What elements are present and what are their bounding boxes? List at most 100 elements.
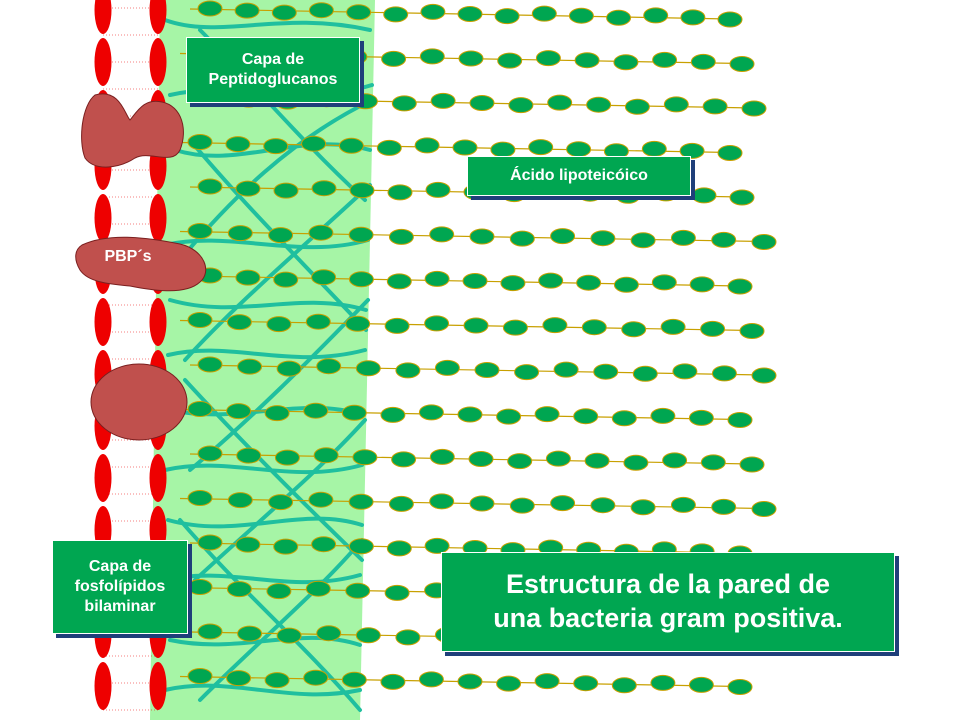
- teichoic-bead: [717, 145, 743, 161]
- phospholipid-head-outer: [94, 454, 112, 502]
- teichoic-bead: [316, 625, 342, 642]
- teichoic-bead: [263, 138, 289, 155]
- teichoic-bead: [727, 412, 753, 428]
- teichoic-bead: [573, 408, 599, 425]
- diagram-title: Estructura de la pared de una bacteria g…: [441, 552, 895, 652]
- teichoic-bead: [313, 447, 339, 464]
- teichoic-bead: [630, 499, 656, 516]
- teichoic-bead: [690, 53, 716, 70]
- teichoic-bead: [624, 98, 650, 115]
- teichoic-bead: [584, 452, 610, 469]
- teichoic-bead: [376, 139, 402, 156]
- teichoic-bead: [590, 497, 616, 514]
- teichoic-bead: [419, 48, 445, 65]
- teichoic-bead: [494, 8, 520, 25]
- teichoic-bead: [264, 405, 290, 422]
- teichoic-bead: [514, 364, 540, 381]
- teichoic-bead: [395, 362, 421, 379]
- teichoic-bead: [535, 50, 561, 67]
- teichoic-bead: [305, 580, 331, 597]
- teichoic-bead: [458, 50, 484, 67]
- teichoic-bead: [611, 410, 637, 427]
- teichoic-bead: [273, 182, 299, 199]
- teichoic-bead: [613, 54, 639, 71]
- teichoic-bead: [197, 178, 223, 195]
- teichoic-bead: [502, 319, 528, 336]
- teichoic-bead: [581, 319, 607, 336]
- teichoic-bead: [496, 675, 522, 692]
- teichoic-bead: [266, 583, 292, 600]
- teichoic-bead: [550, 495, 576, 512]
- teichoic-bead: [301, 135, 327, 152]
- teichoic-bead: [187, 490, 213, 506]
- teichoic-bead: [739, 456, 765, 473]
- teichoic-bead: [227, 225, 253, 242]
- teichoic-bead: [424, 315, 450, 332]
- teichoic-bead: [463, 317, 489, 334]
- teichoic-bead: [643, 7, 669, 24]
- teichoic-bead: [670, 229, 696, 246]
- phospholipid-head-outer: [94, 38, 112, 86]
- phospholipid-head-outer: [94, 194, 112, 242]
- peptidoglycan-fiber: [163, 238, 370, 250]
- teichoic-bead: [305, 313, 331, 330]
- teichoic-bead: [420, 3, 446, 20]
- teichoic-bead: [507, 453, 533, 470]
- teichoic-bead: [311, 180, 337, 197]
- teichoic-bead: [273, 271, 299, 288]
- peptidoglycan-fiber: [163, 18, 372, 32]
- peptidoglycan-fiber: [168, 635, 362, 647]
- phospholipid-head-inner: [149, 454, 167, 502]
- teichoic-bead: [500, 275, 526, 292]
- teichoic-bead: [566, 141, 592, 158]
- teichoic-bead: [226, 314, 252, 331]
- teichoic-bead: [345, 315, 371, 332]
- teichoic-bead: [457, 406, 483, 423]
- phospholipid-bilayer-label: Capa de fosfolípidos bilaminar: [52, 540, 188, 634]
- teichoic-bead: [276, 627, 302, 644]
- teichoic-bead: [550, 228, 576, 245]
- teichoic-bead: [547, 94, 573, 111]
- teichoic-bead: [702, 98, 728, 115]
- teichoic-bead: [542, 317, 568, 334]
- teichoic-bead: [348, 493, 374, 510]
- peptidoglycan-fiber: [166, 516, 364, 529]
- teichoic-bead: [235, 180, 261, 197]
- teichoic-bead: [717, 11, 743, 28]
- teichoic-bead: [534, 673, 560, 690]
- teichoic-bead: [490, 141, 516, 158]
- teichoic-bead: [341, 671, 367, 688]
- teichoic-bead: [680, 9, 706, 26]
- peptidoglycan-fiber: [163, 463, 364, 475]
- teichoic-bead: [308, 224, 334, 241]
- teichoic-bead: [590, 230, 616, 247]
- teichoic-bead: [274, 449, 300, 466]
- teichoic-bead: [226, 403, 252, 420]
- teichoic-bead: [662, 452, 688, 469]
- teichoic-bead: [414, 137, 440, 154]
- teichoic-bead: [273, 538, 299, 555]
- teichoic-bead: [429, 448, 455, 465]
- teichoic-bead: [497, 52, 523, 69]
- teichoic-bead: [197, 534, 223, 551]
- teichoic-bead: [197, 0, 223, 17]
- teichoic-bead: [672, 363, 698, 380]
- teichoic-bead: [679, 142, 705, 159]
- lipoteichoic-acid-label: Ácido lipoteicóico: [467, 156, 691, 196]
- teichoic-bead: [197, 356, 223, 373]
- teichoic-bead: [237, 625, 263, 642]
- teichoic-bead: [452, 139, 478, 156]
- teichoic-bead: [700, 320, 726, 337]
- teichoic-bead: [227, 492, 253, 509]
- teichoic-bead: [264, 672, 290, 689]
- teichoic-bead: [729, 189, 755, 206]
- teichoic-bead: [531, 5, 557, 22]
- teichoic-bead: [457, 673, 483, 690]
- teichoic-bead: [197, 623, 223, 640]
- teichoic-bead: [338, 137, 364, 154]
- peptidoglycan-fiber: [198, 538, 364, 702]
- teichoic-bead: [384, 317, 410, 334]
- pbp-protein: [75, 236, 207, 292]
- teichoic-bead: [386, 273, 412, 290]
